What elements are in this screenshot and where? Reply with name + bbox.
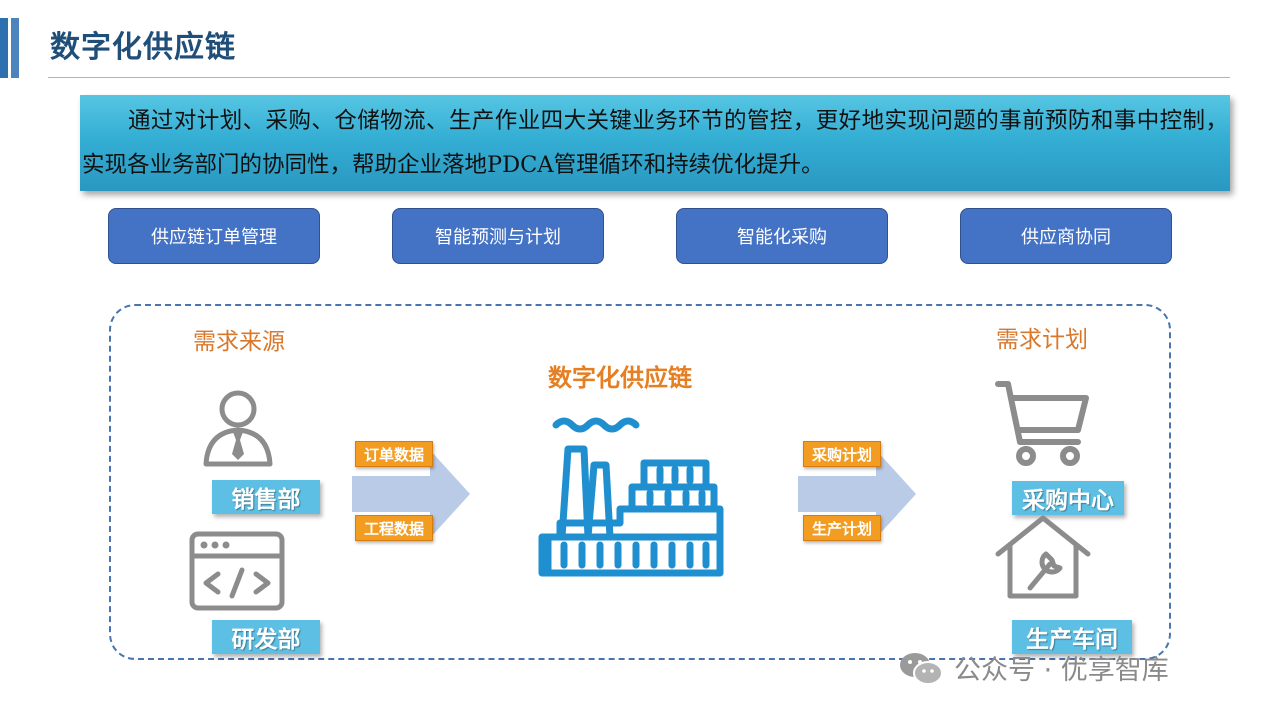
intro-text: 通过对计划、采购、仓储物流、生产作业四大关键业务环节的管控，更好地实现问题的事前… <box>82 108 1228 178</box>
hub-label: 数字化供应链 <box>548 364 692 392</box>
tag-order-data: 订单数据 <box>355 441 433 467</box>
inflow-arrow <box>352 450 470 538</box>
tag-engineering-data: 工程数据 <box>355 515 433 541</box>
title-divider <box>48 77 1230 78</box>
factory-icon <box>538 417 724 577</box>
module-button-smart-procurement[interactable]: 智能化采购 <box>676 208 888 264</box>
workshop-icon <box>995 515 1091 599</box>
code-window-icon <box>189 531 285 611</box>
title-accent-bar <box>0 18 8 78</box>
intro-banner: 通过对计划、采购、仓储物流、生产作业四大关键业务环节的管控，更好地实现问题的事前… <box>80 95 1230 191</box>
module-button-forecast-plan[interactable]: 智能预测与计划 <box>392 208 604 264</box>
module-button-supplier-collaboration[interactable]: 供应商协同 <box>960 208 1172 264</box>
watermark: 公众号 · 优享智库 <box>898 648 1169 687</box>
outflow-arrow <box>798 450 916 538</box>
salesperson-icon <box>203 390 273 467</box>
title-accent-bar <box>11 18 19 78</box>
dept-rnd: 研发部 <box>212 620 320 654</box>
tag-production-plan: 生产计划 <box>803 515 881 541</box>
dept-production-workshop: 生产车间 <box>1012 620 1132 654</box>
dept-sales: 销售部 <box>212 480 320 514</box>
watermark-text: 公众号 · 优享智库 <box>954 655 1169 686</box>
demand-source-label: 需求来源 <box>193 329 285 355</box>
page-title: 数字化供应链 <box>50 30 236 65</box>
flow-diagram-frame <box>109 304 1171 660</box>
dept-procurement-center: 采购中心 <box>1012 481 1124 515</box>
wechat-icon <box>900 652 943 685</box>
module-button-order-management[interactable]: 供应链订单管理 <box>108 208 320 264</box>
shopping-cart-icon <box>995 381 1089 466</box>
demand-plan-label: 需求计划 <box>996 327 1088 353</box>
tag-purchase-plan: 采购计划 <box>803 441 881 467</box>
